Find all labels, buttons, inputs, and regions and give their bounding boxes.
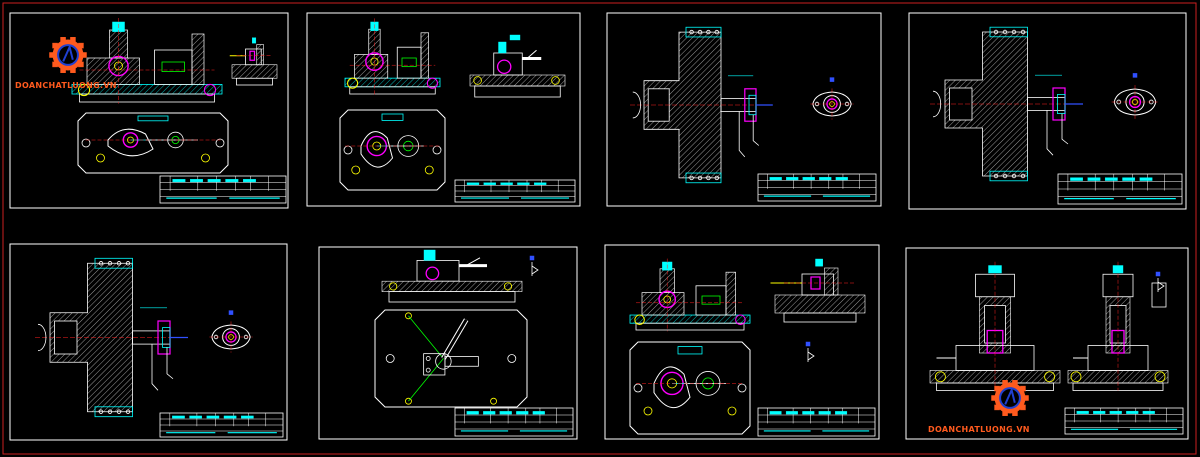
sheet-1 bbox=[9, 12, 289, 209]
gear-logo-icon bbox=[991, 380, 1029, 416]
sheet-8 bbox=[905, 247, 1189, 440]
watermark-top: DOANCHATLUONG.VN bbox=[15, 81, 117, 90]
sheet-6 bbox=[318, 246, 578, 440]
sheet-7 bbox=[604, 244, 880, 440]
gear-logo-icon bbox=[49, 37, 87, 73]
sheet-2 bbox=[306, 12, 581, 207]
watermark-bottom: DOANCHATLUONG.VN bbox=[928, 425, 1030, 434]
sheet-3 bbox=[606, 12, 882, 207]
sheet-5 bbox=[9, 243, 288, 441]
sheet-4 bbox=[908, 12, 1187, 210]
